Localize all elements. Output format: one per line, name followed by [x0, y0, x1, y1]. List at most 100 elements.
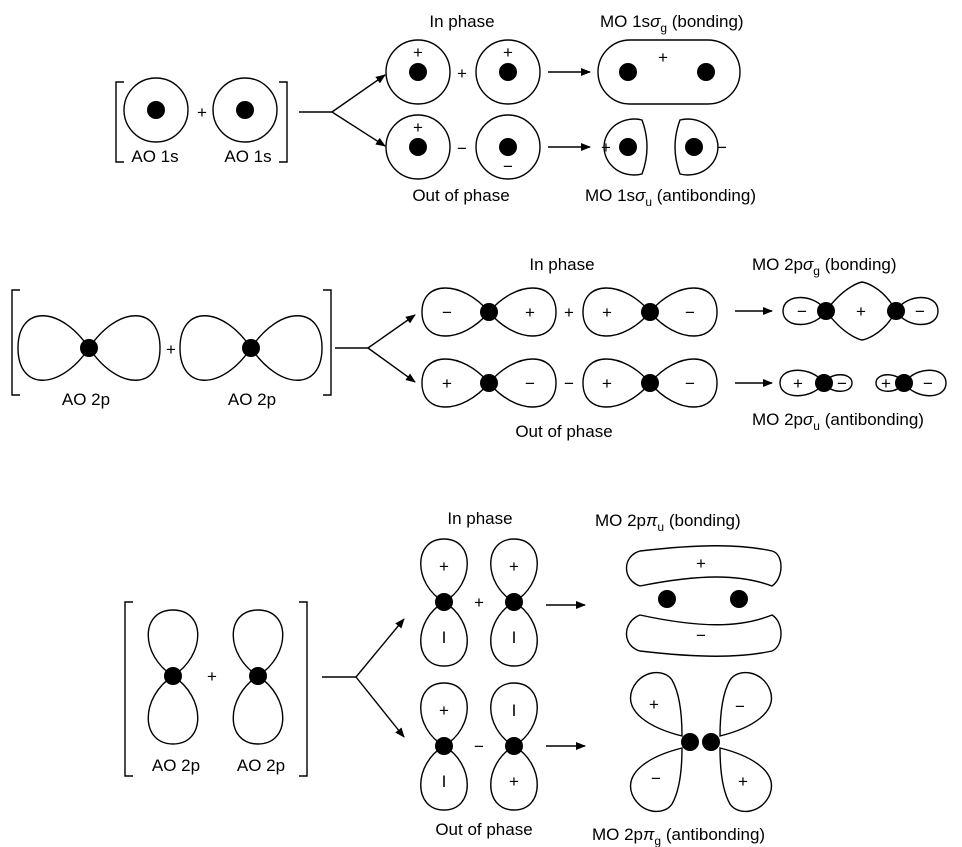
mo-bonding-upper-lobe: [625, 545, 782, 587]
mo-bonding-label: MO 2pσg (bonding): [752, 255, 897, 278]
sign-minus: −: [525, 374, 535, 393]
sign-bar: I: [512, 628, 517, 647]
sign-plus: +: [601, 138, 611, 157]
nucleus: [80, 339, 98, 357]
nucleus: [435, 737, 453, 755]
left-bracket: [115, 81, 124, 163]
sign-bar: I: [512, 701, 517, 720]
right-bracket: [323, 289, 332, 396]
minus-sign: −: [474, 737, 484, 756]
sign-minus: −: [735, 697, 745, 716]
out-of-phase-label: Out of phase: [412, 186, 509, 205]
sign-plus: +: [439, 557, 449, 576]
plus-sign: +: [207, 667, 217, 686]
nucleus: [887, 302, 905, 320]
plus-sign: +: [197, 103, 207, 122]
nucleus: [480, 303, 498, 321]
nucleus: [480, 374, 498, 392]
ao-label-left: AO 2p: [62, 390, 110, 409]
sign-bar: I: [442, 772, 447, 791]
fork-arrow-down: [331, 111, 386, 147]
nucleus: [409, 63, 427, 81]
nucleus: [499, 63, 517, 81]
sign-plus: +: [658, 48, 668, 67]
sign-minus: −: [717, 138, 727, 157]
nucleus: [147, 101, 165, 119]
section-2p-pi: + AO 2p AO 2p In phase + I + + I MO 2pπu…: [124, 509, 782, 847]
nucleus: [697, 63, 715, 81]
sign-minus: −: [685, 303, 695, 322]
nucleus: [236, 101, 254, 119]
in-phase-label: In phase: [429, 12, 494, 31]
nucleus: [658, 590, 676, 608]
out-of-phase-label: Out of phase: [515, 422, 612, 441]
section-1s: + AO 1s AO 1s In phase + + + MO 1sσg (bo…: [115, 12, 756, 209]
sign-minus: −: [797, 302, 807, 321]
minus-sign: −: [564, 374, 574, 393]
ao-label-right: AO 2p: [237, 756, 285, 775]
nucleus: [817, 302, 835, 320]
sign-plus: +: [413, 43, 423, 62]
mo-bonding-orbital: [597, 39, 741, 105]
right-bracket: [279, 81, 288, 163]
section-2p-sigma: + AO 2p AO 2p In phase − + + + − MO 2pσg…: [11, 255, 947, 441]
nucleus: [619, 138, 637, 156]
sign-plus: +: [881, 374, 891, 393]
ao-label-right: AO 1s: [224, 147, 271, 166]
plus-sign: +: [166, 340, 176, 359]
nucleus: [249, 667, 267, 685]
nucleus: [895, 374, 913, 392]
sign-plus: +: [738, 772, 748, 791]
plus-sign: +: [564, 303, 574, 322]
out-of-phase-label: Out of phase: [435, 820, 532, 839]
nucleus: [409, 138, 427, 156]
sign-plus: +: [439, 701, 449, 720]
sign-minus: −: [651, 769, 661, 788]
nucleus: [730, 590, 748, 608]
fork-arrow-up: [355, 618, 405, 678]
nucleus: [681, 733, 699, 751]
ao-label-left: AO 1s: [131, 147, 178, 166]
sign-minus: −: [442, 303, 452, 322]
sign-minus: −: [503, 157, 513, 176]
ao-label-right: AO 2p: [228, 390, 276, 409]
nucleus: [499, 138, 517, 156]
fork-arrow-down: [355, 676, 405, 738]
mo-bonding-label: MO 1sσg (bonding): [600, 12, 744, 35]
mo-antibonding-lobe-lower-right: [719, 747, 773, 813]
sign-bar: I: [442, 628, 447, 647]
sign-plus: +: [509, 557, 519, 576]
plus-sign: +: [474, 593, 484, 612]
mo-antibonding-label: MO 2pσu (antibonding): [752, 410, 924, 433]
mo-antibonding-label: MO 1sσu (antibonding): [585, 186, 756, 209]
fork-arrow-up: [331, 74, 386, 113]
mo-antibonding-label: MO 2pπg (antibonding): [592, 825, 765, 847]
sign-plus: +: [503, 43, 513, 62]
nucleus: [685, 138, 703, 156]
sign-plus: +: [602, 374, 612, 393]
ao-label-left: AO 2p: [152, 756, 200, 775]
sign-minus: −: [696, 626, 706, 645]
sign-minus: −: [685, 374, 695, 393]
minus-sign: −: [457, 139, 467, 158]
mo-bonding-label: MO 2pπu (bonding): [595, 511, 741, 534]
mo-antibonding-lobe-1: [779, 369, 825, 397]
mo-bonding-lower-lobe: [625, 614, 782, 657]
nucleus: [505, 593, 523, 611]
sign-plus: +: [696, 554, 706, 573]
nucleus: [505, 737, 523, 755]
sign-plus: +: [525, 303, 535, 322]
mo-antibonding-lobe-lower-left: [629, 747, 683, 813]
sign-plus: +: [442, 374, 452, 393]
mo-antibonding-lobe-upper-right: [719, 671, 773, 737]
plus-sign: +: [457, 64, 467, 83]
sign-minus: −: [923, 374, 933, 393]
sign-plus: +: [602, 303, 612, 322]
left-bracket: [124, 601, 133, 777]
sign-plus: +: [793, 374, 803, 393]
in-phase-label: In phase: [529, 255, 594, 274]
mo-antibonding-lobe-4: [903, 369, 947, 397]
sign-minus: −: [915, 302, 925, 321]
sign-plus: +: [509, 772, 519, 791]
